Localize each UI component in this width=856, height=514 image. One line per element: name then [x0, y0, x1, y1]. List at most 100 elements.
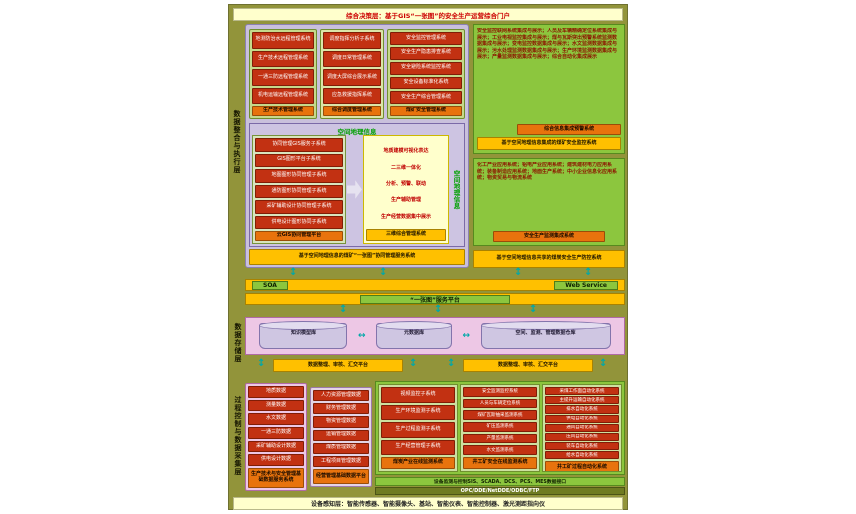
process-layer-label: 过程控制与数据采集层: [234, 396, 242, 476]
system-chip: 机电运输远程管理系统: [252, 87, 314, 105]
automation-box: 采煤工作面自动化系统主提升运输自动化系统排水自动化系统供电自动化系统通风自动化系…: [542, 384, 622, 472]
gis-subsystem-chip: 供电设计图形协同子系统: [255, 215, 343, 230]
data-chip: 采矿辅助设计数据: [248, 440, 304, 453]
data-chip: 测量数据: [248, 399, 304, 412]
exec-layer-label: 数据整合与执行层: [233, 110, 241, 174]
subsystem-chip: 主提升运输自动化系统: [545, 396, 619, 405]
knowledge-model-db: 知识模型库: [259, 321, 348, 349]
monitor-integration-text: 安全监控联网系统集成与展示；人员及车辆精确定位系统集成与展示；工业电视监控集成与…: [477, 28, 618, 60]
flow-arrow-icon: [514, 268, 522, 278]
spatial-info-title: 空间地理信息: [337, 128, 377, 136]
industry-footer-bar: 基于空间地理信息共享的煤炭安全生产防控系统: [473, 250, 625, 268]
sync-arrow-icon: [462, 332, 470, 341]
subsystem-chip: 压风自动化系统: [545, 432, 619, 442]
subsystem-chip: 视频监控子系统: [381, 387, 455, 403]
service-bus-bar: SOA Web Service: [245, 279, 625, 291]
system-chip: 安全生产综合管理系统: [390, 91, 462, 105]
viz-footer-chip: 三维综合管理系统: [366, 229, 446, 241]
flow-arrow-icon: [434, 305, 442, 315]
monitoring-container-box: 视频监控子系统生产环境监测子系统生产过程监测子系统生产经营管理子系统 煤炭产业在…: [375, 381, 625, 475]
data-audit-bar-left: 数据整理、审核、汇交平台: [273, 359, 403, 372]
system-chip: 地测防治水远程管理系统: [252, 32, 314, 49]
exec-left-panel: 地测防治水远程管理系统生产技术远程管理系统一通三防远程管理系统机电运输远程管理系…: [245, 24, 469, 268]
db-label: 知识模型库: [290, 330, 316, 336]
onemap-collab-bar: 基于空间地理信息的煤矿“一张图”协同管理服务系统: [249, 249, 465, 265]
right-arrow-icon: [347, 180, 362, 199]
subsystem-chip: 装车自动化系统: [545, 442, 619, 451]
data-chip: 物资管理数据: [313, 416, 369, 428]
data-audit-bar-right: 数据整理、审核、汇交平台: [463, 359, 593, 372]
soa-chip: SOA: [252, 280, 288, 290]
viz-capability: 分析、预警、联动: [385, 180, 426, 187]
subsystem-chip: 人员与车辆定位系统: [463, 398, 537, 409]
system-chip: 应急救援指挥系统: [323, 87, 381, 105]
viz-capability: 地质建模可视化表达: [383, 148, 429, 155]
automation-list: 采煤工作面自动化系统主提升运输自动化系统排水自动化系统供电自动化系统通风自动化系…: [545, 387, 619, 460]
subsystem-chip: 采煤工作面自动化系统: [545, 387, 619, 396]
safety-systems-list: 安全监控管理系统安全生产隐患排查系统安全避险系统监控系统安全设备标准化系统安全生…: [390, 32, 462, 105]
subsystem-chip: 生产过程监测子系统: [381, 422, 455, 438]
data-chip: 人力资源管理数据: [313, 390, 369, 402]
subsystem-chip: 水文监测系统: [463, 445, 537, 456]
data-chip: 地质数据: [248, 386, 304, 398]
alert-integration-chip: 综合信息集成预警系统: [517, 124, 621, 135]
mgmt-basedata-footer: 经营管理基础数据平台: [313, 469, 369, 484]
onemap-platform-chip: “一张图”服务平台: [360, 294, 510, 304]
viz-capabilities-list: 地质建模可视化表达二三维一体化分析、预警、联动生产辅助管理生产经营数据集中展示: [366, 138, 446, 229]
subsystem-chip: 排水自动化系统: [545, 405, 619, 414]
data-chip: 水文数据: [248, 413, 304, 426]
web-service-chip: Web Service: [554, 280, 618, 290]
monitor-footer-bar: 基于空间地理信息集成的煤矿安全监控系统: [477, 137, 621, 150]
sis-interface-bar: 设备监测与控制SIS、SCADA、DCS、PCS、MES数据接口: [375, 477, 625, 486]
viz-capability: 生产辅助管理: [390, 197, 421, 204]
flow-arrow-icon: [289, 268, 297, 278]
gis-subsystem-chip: 采矿辅助设计协同管理子系统: [255, 200, 343, 214]
system-chip: 一通三防远程管理系统: [252, 69, 314, 86]
subsystem-chip: 煤矿瓦斯抽采监测系统: [463, 410, 537, 421]
video-monitor-footer: 煤炭产业在线监测系统: [381, 457, 455, 469]
flow-arrow-icon: [379, 268, 387, 278]
video-monitor-list: 视频监控子系统生产环境监测子系统生产过程监测子系统生产经营管理子系统: [381, 387, 455, 455]
spatial-side-label: 空间地理信息: [452, 170, 460, 209]
sync-arrow-icon: [358, 332, 366, 341]
mine-safety-monitor-box: 安全监测监控系统人员与车辆定位系统煤矿瓦斯抽采监测系统矿压监测系统产量监测系统水…: [460, 384, 540, 472]
flow-arrow-icon: [409, 359, 417, 369]
system-chip: 安全避险系统监控系统: [390, 61, 462, 75]
subsystem-chip: 生产环境监测子系统: [381, 404, 455, 420]
data-chip: 煤质管理数据: [313, 442, 369, 454]
gis-subsystem-chip: 通防图形协同管理子系统: [255, 184, 343, 199]
dispatch-footer-chip: 综合调度管理系统: [323, 106, 381, 116]
mgmt-basedata-box: 人力资源管理数据财务管理数据物资管理数据运销管理数据煤质管理数据工程项目管理数据…: [310, 387, 372, 487]
subsystem-chip: 生产经营管理子系统: [381, 439, 455, 455]
industry-apps-text: 化工产业应用系统；铝电产业应用系统；建筑建材电力应用系统；装备制造应用系统；地面…: [477, 162, 618, 181]
viz-capability: 二三维一体化: [390, 164, 421, 171]
flow-arrow-icon: [584, 268, 592, 278]
survey-footer-chip: 生产技术管理系统: [252, 106, 314, 116]
monitor-integration-box: 安全监控联网系统集成与展示；人员及车辆精确定位系统集成与展示；工业电视监控集成与…: [473, 24, 625, 154]
system-chip: 安全生产隐患排查系统: [390, 46, 462, 60]
db-label: 元数据库: [403, 330, 424, 336]
flow-arrow-icon: [257, 359, 265, 369]
subsystem-chip: 矿压监测系统: [463, 422, 537, 432]
protocol-bar: OPC/DDE/NetDDE/ODBC/FTP: [375, 487, 625, 495]
flow-arrow-icon: [339, 305, 347, 315]
gis-subsystem-chip: GIS图形平台子系统: [255, 153, 343, 168]
data-chip: 运销管理数据: [313, 429, 369, 441]
flow-arrow-icon: [447, 359, 455, 369]
mine-safety-footer: 井工矿安全在线监测系统: [463, 457, 537, 469]
mine-safety-monitor-list: 安全监测监控系统人员与车辆定位系统煤矿瓦斯抽采监测系统矿压监测系统产量监测系统水…: [463, 387, 537, 456]
subsystem-chip: 产量监测系统: [463, 433, 537, 444]
subsystem-chip: 安全监测监控系统: [463, 387, 537, 397]
warehouse-db: 空间、监测、管理数据仓库: [480, 321, 611, 349]
architecture-diagram: 综合决策层：基于GIS“一张图”的安全生产运营综合门户 数据整合与执行层 数据存…: [228, 4, 628, 510]
gis-subsystem-chip: 协同管理GIS服务子系统: [255, 138, 343, 152]
subsystem-chip: 给水自动化系统: [545, 451, 619, 460]
data-chip: 供电设计数据: [248, 454, 304, 467]
subsystem-chip: 供电自动化系统: [545, 414, 619, 423]
gis-footer-chip: 云GIS协同管理平台: [255, 231, 343, 241]
